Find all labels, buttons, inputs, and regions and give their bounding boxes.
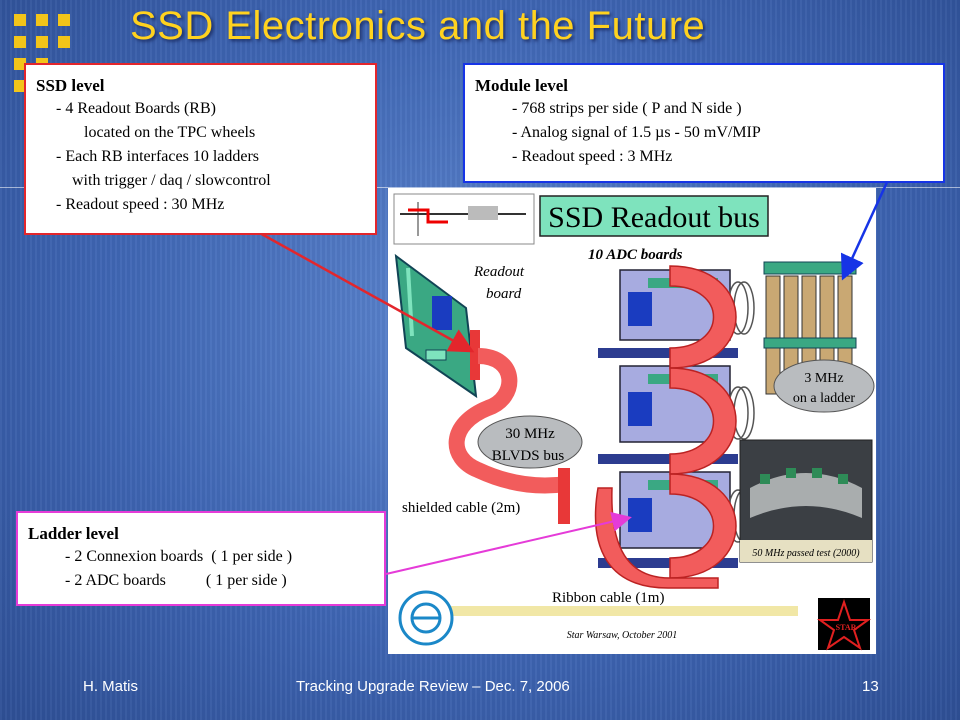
diagram-credit: Star Warsaw, October 2001 [567,630,678,641]
ladder-speed-bubble [773,359,875,413]
ribbon-cable [594,265,737,589]
photo-caption: 50 MHz passed test (2000) [752,548,860,559]
footer-author: H. Matis [83,678,139,695]
ladder-speed-line-1: 3 MHz [804,371,843,386]
ladder-level-line: - 2 Connexion boards ( 1 per side ) [65,548,293,565]
layout-thumbnail [393,193,535,245]
ssd-level-line: with trigger / daq / slowcontrol [56,172,271,189]
ladder-speed-line-2: on a ladder [793,391,856,406]
ribbon-cable-label: Ribbon cable (1m) [552,590,664,606]
footer-event: Tracking Upgrade Review – Dec. 7, 2006 [296,678,570,695]
institute-emblem [398,590,454,646]
module-pointer-arrow [840,179,890,281]
ssd-level-box: SSD level - 4 Readout Boards (RB) locate… [24,63,377,235]
banner-text: SSD Readout bus [548,201,760,234]
readout-board-label-2: board [486,286,522,302]
ssd-pointer-arrow [257,230,475,353]
readout-diagram: SSD Readout bus 10 ADC boards Readout bo… [388,188,876,654]
footer-page-number: 13 [862,678,879,695]
ladder-level-line: - 2 ADC boards ( 1 per side ) [65,572,287,589]
bottom-strip [448,606,798,616]
ladder-level-box: Ladder level - 2 Connexion boards ( 1 pe… [16,511,386,606]
test-photo [739,439,873,563]
banner-background [539,195,769,237]
module-level-line: - Analog signal of 1.5 µs - 50 mV/MIP [512,124,761,141]
ladder-pointer-arrow [385,511,632,575]
blvds-bubble-line-2: BLVDS bus [492,448,565,464]
module-level-line: - Readout speed : 3 MHz [512,148,673,165]
star-logo-text: STAR [836,623,857,632]
readout-board-label-1: Readout [473,264,525,280]
ladder-level-heading: Ladder level [28,524,119,543]
ssd-level-line: - Readout speed : 30 MHz [56,196,225,213]
ssd-level-line: located on the TPC wheels [56,124,256,141]
adc-boards-label: 10 ADC boards [588,247,683,263]
shielded-cable-label: shielded cable (2m) [402,500,520,516]
module-level-box: Module level - 768 strips per side ( P a… [463,63,945,183]
title-rule [0,187,960,188]
ssd-level-heading: SSD level [36,76,105,95]
slide-title: SSD Electronics and the Future [130,4,706,48]
ssd-level-line: - 4 Readout Boards (RB) [56,100,216,117]
module-level-heading: Module level [475,76,569,95]
readout-board [394,253,478,399]
blvds-bubble [477,415,583,469]
blvds-bubble-line-1: 30 MHz [505,426,555,442]
shielded-cable [448,330,570,524]
star-logo: STAR [816,598,872,651]
module-level-line: - 768 strips per side ( P and N side ) [512,100,742,117]
ssd-level-line: - Each RB interfaces 10 ladders [56,148,260,165]
